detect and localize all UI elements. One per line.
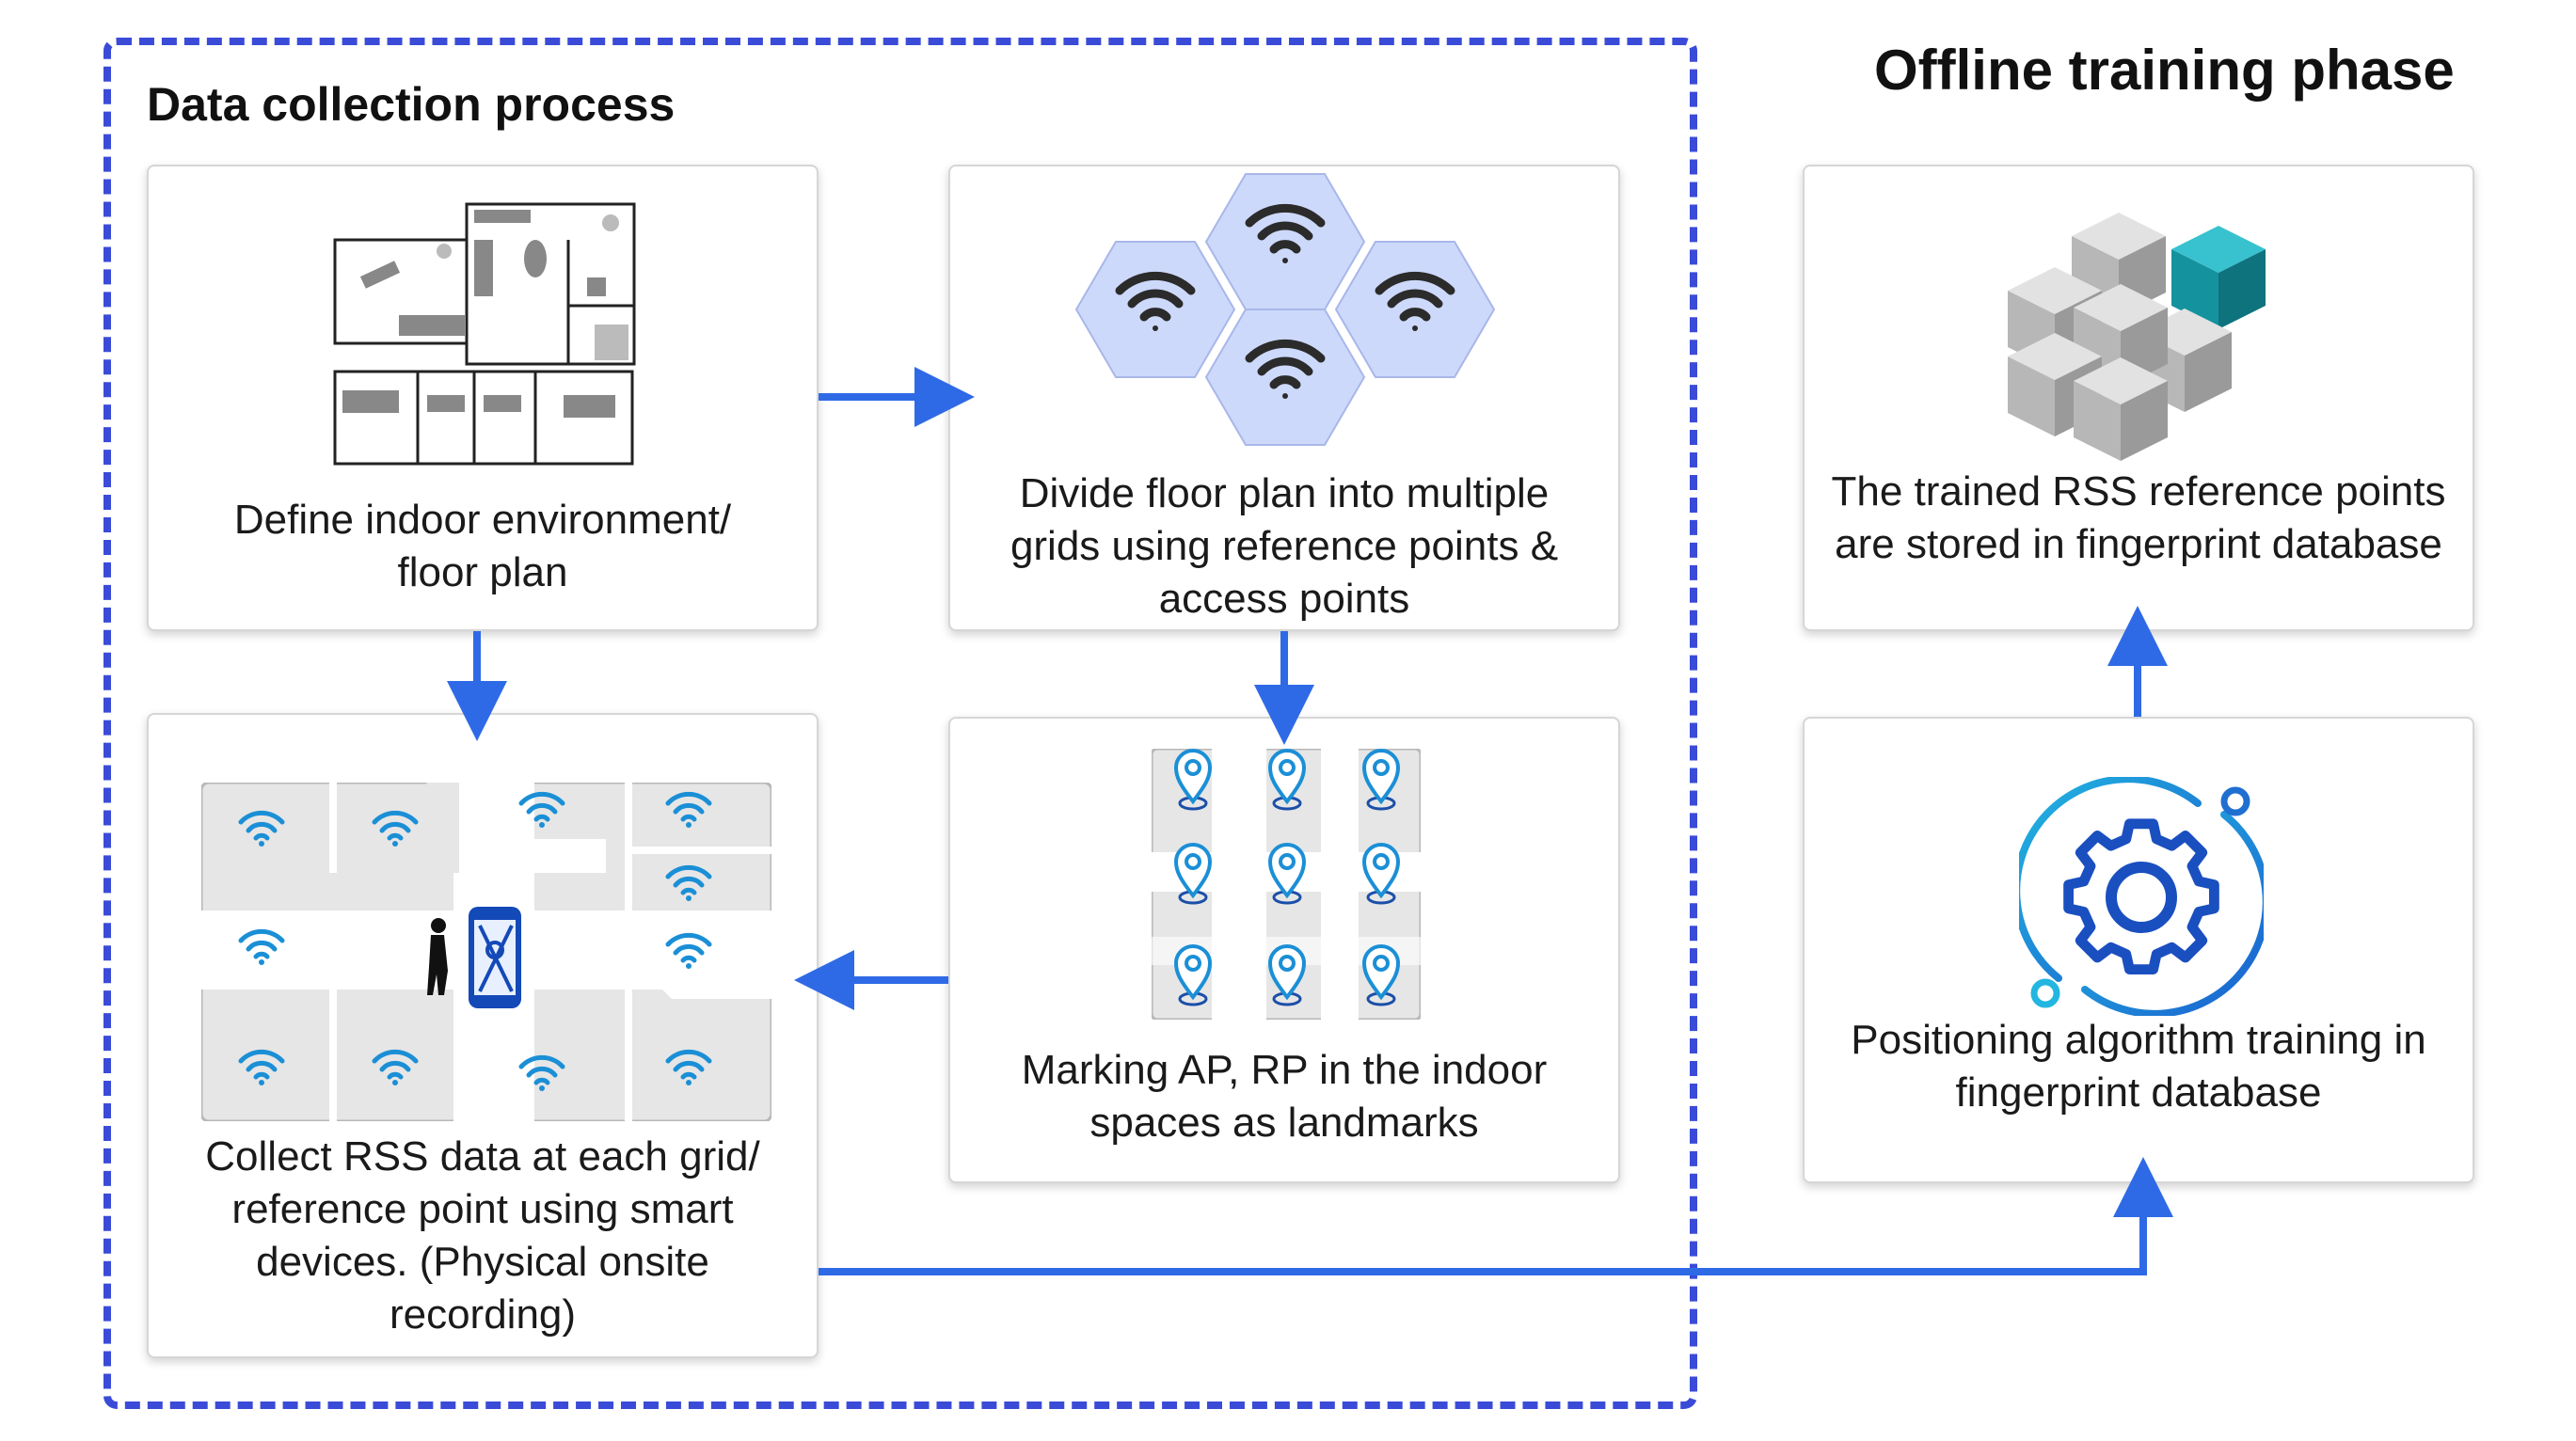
- arrow-collect-to-algorithm: [819, 1157, 2173, 1275]
- card-floor-plan-text: Define indoor environment/ floor plan: [233, 497, 732, 595]
- card-marking-text: Marking AP, RP in the indoor spaces as l…: [1021, 1047, 1548, 1146]
- card-collect-rss-text: Collect RSS data at each grid/ reference…: [205, 1133, 760, 1338]
- card-algorithm: Positioning algorithm training in finger…: [1803, 717, 2474, 1183]
- card-floor-plan: Define indoor environment/ floor plan: [147, 165, 819, 631]
- offline-training-title: Offline training phase: [1874, 39, 2455, 102]
- gear-cycle-icon: [2019, 777, 2264, 1016]
- card-algorithm-text: Positioning algorithm training in finger…: [1851, 1017, 2426, 1116]
- card-database: The trained RSS reference points are sto…: [1803, 165, 2474, 631]
- location-pin-grid-icon: [1152, 749, 1421, 1020]
- card-divide-grid: Divide floor plan into multiple grids us…: [948, 165, 1620, 631]
- card-marking: Marking AP, RP in the indoor spaces as l…: [948, 717, 1620, 1183]
- data-collection-title: Data collection process: [147, 78, 676, 131]
- card-database-text: The trained RSS reference points are sto…: [1831, 468, 2446, 567]
- data-collection-frame: [103, 38, 1697, 1409]
- card-divide-grid-text: Divide floor plan into multiple grids us…: [1010, 470, 1559, 622]
- card-collect-rss: Collect RSS data at each grid/ reference…: [147, 713, 819, 1358]
- floor-plan-icon: [333, 202, 636, 466]
- indoor-map-icon: [201, 783, 771, 1121]
